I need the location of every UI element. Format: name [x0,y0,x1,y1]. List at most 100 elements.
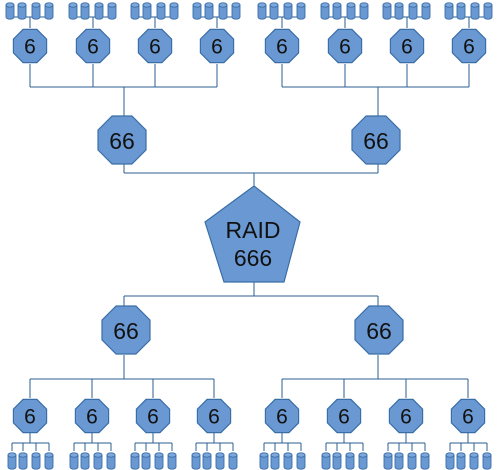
disk-icon [169,2,179,20]
raid66-node: 66 [351,115,401,165]
disk-icon [296,452,306,470]
raid6-node-label: 6 [24,36,36,59]
disk-icon [31,452,41,470]
disk-icon [17,2,27,20]
raid6-node-label: 6 [462,406,474,429]
disk-icon [456,452,466,470]
raid6-node: 6 [12,28,48,64]
disk-icon [259,452,269,470]
disk-icon [346,2,356,20]
disk-icon [283,2,293,20]
disk-icon [106,452,116,470]
disk-icon [394,2,404,20]
disk-icon [93,452,103,470]
disk-icon [68,2,78,20]
raid6-node-label: 6 [149,36,161,59]
disk-icon [202,452,212,470]
disk-icon [18,452,28,470]
raid6-node: 6 [264,28,300,64]
raid6-node: 6 [389,28,425,64]
raid6-node: 6 [75,28,111,64]
disk-icon [5,2,15,20]
disk-icon [321,452,331,470]
raid6-node: 6 [327,28,363,64]
disk-array [5,2,493,470]
disk-icon [192,2,202,20]
raid6-node: 6 [450,398,486,434]
disk-icon [345,452,355,470]
disk-icon [167,452,177,470]
disk-icon [191,452,201,470]
raid6-node: 6 [196,398,232,434]
disk-icon [482,452,492,470]
disk-icon [80,452,90,470]
disk-icon [80,2,90,20]
raid6-node-label: 6 [401,36,413,59]
raid6-node: 6 [199,28,235,64]
raid-666-pentagon: RAID 666 [204,185,301,283]
disk-icon [141,452,151,470]
raid6-node: 6 [264,398,300,434]
disk-icon [359,2,369,20]
disk-icon [394,452,404,470]
disk-icon [382,2,392,20]
raid6-node-label: 6 [400,406,412,429]
raid6-node-label: 6 [86,406,98,429]
raid6-node-label: 6 [24,406,36,429]
raid66-node: 66 [97,115,147,165]
disk-icon [142,2,152,20]
raid6-node-label: 6 [211,36,223,59]
disk-icon [358,452,368,470]
raid66-node: 66 [101,305,151,355]
raid6-node: 6 [12,398,48,434]
raid6-node: 6 [135,398,171,434]
raid6-node-label: 6 [147,406,159,429]
disk-icon [445,452,455,470]
disk-icon [257,2,267,20]
disk-icon [383,452,393,470]
raid6-node-label: 6 [87,36,99,59]
disk-icon [270,452,280,470]
disk-icon [156,2,166,20]
disk-icon [231,2,241,20]
raid6-node: 6 [74,398,110,434]
disk-icon [228,452,238,470]
disk-icon [31,2,41,20]
disk-icon [296,2,306,20]
raid-label-line1: RAID [226,217,281,243]
disk-icon [44,452,54,470]
raid6-node-label: 6 [276,36,288,59]
raid6-node-label: 6 [339,36,351,59]
disk-icon [130,2,140,20]
disk-icon [154,452,164,470]
raid6-node: 6 [451,28,487,64]
disk-icon [421,2,431,20]
disk-icon [130,452,140,470]
disk-icon [332,2,342,20]
disk-icon [407,452,417,470]
disk-icon [204,2,214,20]
raid6-node-label: 6 [338,406,350,429]
raid66-node-label: 66 [366,318,392,344]
raid-label-line2: 666 [234,245,272,271]
disk-icon [469,452,479,470]
disk-icon [320,2,330,20]
disk-icon [215,452,225,470]
disk-icon [69,452,79,470]
raid6-node-label: 6 [208,406,220,429]
disk-icon [269,2,279,20]
disk-icon [44,2,54,20]
disk-icon [470,2,480,20]
raid6-node: 6 [388,398,424,434]
disk-icon [408,2,418,20]
raid66-node-label: 66 [113,318,139,344]
disk-icon [483,2,493,20]
disk-icon [218,2,228,20]
raid6-node-label: 6 [276,406,288,429]
connector-lines [9,12,489,451]
disk-icon [107,2,117,20]
disk-icon [332,452,342,470]
raid66-node-label: 66 [363,128,389,154]
